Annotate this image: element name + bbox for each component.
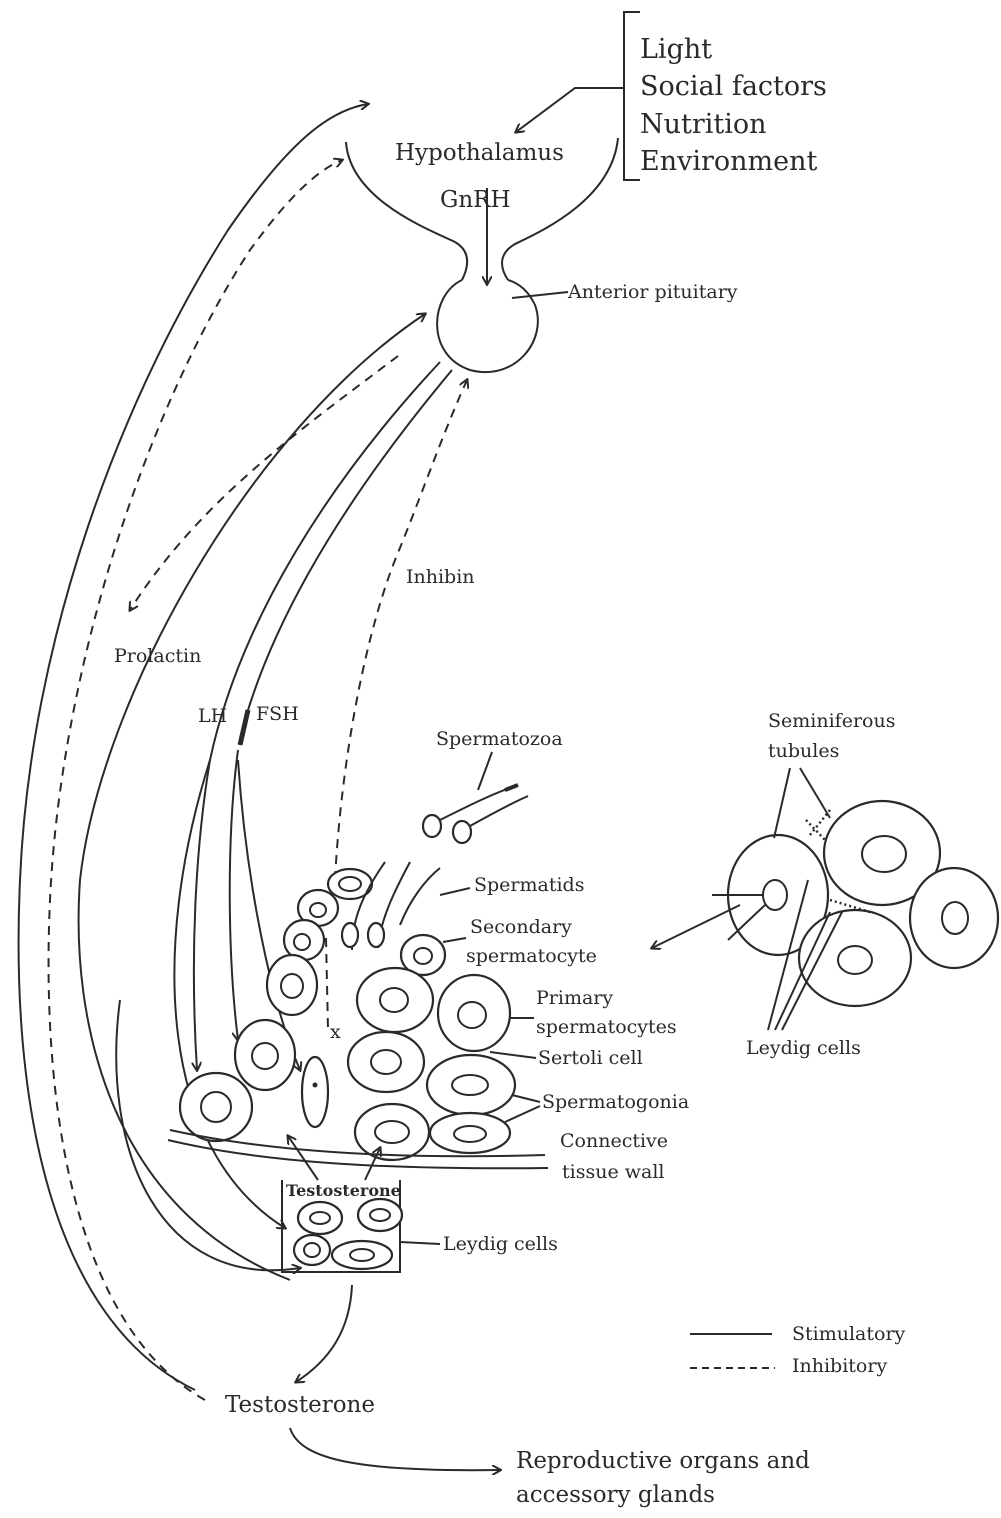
testosterone-label: Testosterone [225,1392,375,1418]
connective-label-2: tissue wall [562,1161,664,1183]
lh-label: LH [198,705,227,727]
inhibin-label: Inhibin [406,566,475,588]
secondary-label-1: Secondary [470,916,572,938]
reproductive-label-2: accessory glands [516,1482,715,1508]
spermatids-pointer [440,888,470,895]
factors-bracket [624,12,640,180]
seminiferous-pointer-2 [800,768,830,818]
legend-inhibitory-label: Inhibitory [792,1355,887,1377]
reproductive-label-1: Reproductive organs and [516,1448,810,1474]
testosterone-to-organs-arrow [290,1428,500,1470]
pituitary-pointer [512,292,568,298]
spermatids-label: Spermatids [474,874,584,896]
prolactin-path [130,356,398,610]
tubule-to-secondary-arrow [652,905,740,948]
leydig-to-testosterone-arrow [296,1285,352,1382]
inhibin-path [335,380,467,880]
leydig-lower-label: Leydig cells [443,1233,558,1255]
legend-stimulatory-label: Stimulatory [792,1323,906,1345]
sertoli-pointer [490,1052,536,1058]
testosterone-small-label: Testosterone [286,1181,401,1200]
seminiferous-label-1: Seminiferous [768,710,895,732]
spermatogonia-label: Spermatogonia [542,1091,689,1113]
fsh-thick-segment [240,710,248,745]
leydig-right-label: Leydig cells [746,1037,861,1059]
seminiferous-tubule-section [168,862,548,1168]
anterior-pituitary-circle [437,280,538,372]
fsh-label: FSH [256,703,299,725]
seminiferous-tubules-cross-section [712,801,998,1006]
sertoli-label: Sertoli cell [538,1047,643,1069]
spermatozoa-label: Spermatozoa [436,728,563,750]
cross-mark: x [330,1021,341,1043]
testosterone-small-arrow-1 [288,1136,318,1180]
primary-label-2: spermatocytes [536,1016,677,1038]
factor-environment: Environment [640,146,818,177]
factor-social: Social factors [640,71,827,102]
factor-light: Light [640,34,712,65]
fsh-branch-1 [230,750,238,1040]
gnrh-label: GnRH [440,187,511,213]
seminiferous-label-2: tubules [768,740,839,762]
primary-label-1: Primary [536,987,613,1009]
spermatozoa-pointer [478,752,492,790]
fsh-line [245,370,452,720]
prolactin-label: Prolactin [114,645,201,667]
factor-nutrition: Nutrition [640,109,767,140]
secondary-pointer [443,938,466,942]
seminiferous-pointer-1 [774,768,790,838]
legend: Stimulatory Inhibitory [690,1323,906,1377]
secondary-label-2: spermatocyte [466,945,597,967]
connective-label-1: Connective [560,1130,668,1152]
spermatozoa-icon [423,785,528,843]
factors-to-hypothalamus-arrow [516,88,624,132]
dashed-to-cross [326,938,328,1030]
anterior-pituitary-label: Anterior pituitary [567,281,738,303]
leydig-lower-pointer [400,1242,440,1244]
hypothalamus-label: Hypothalamus [395,140,564,166]
